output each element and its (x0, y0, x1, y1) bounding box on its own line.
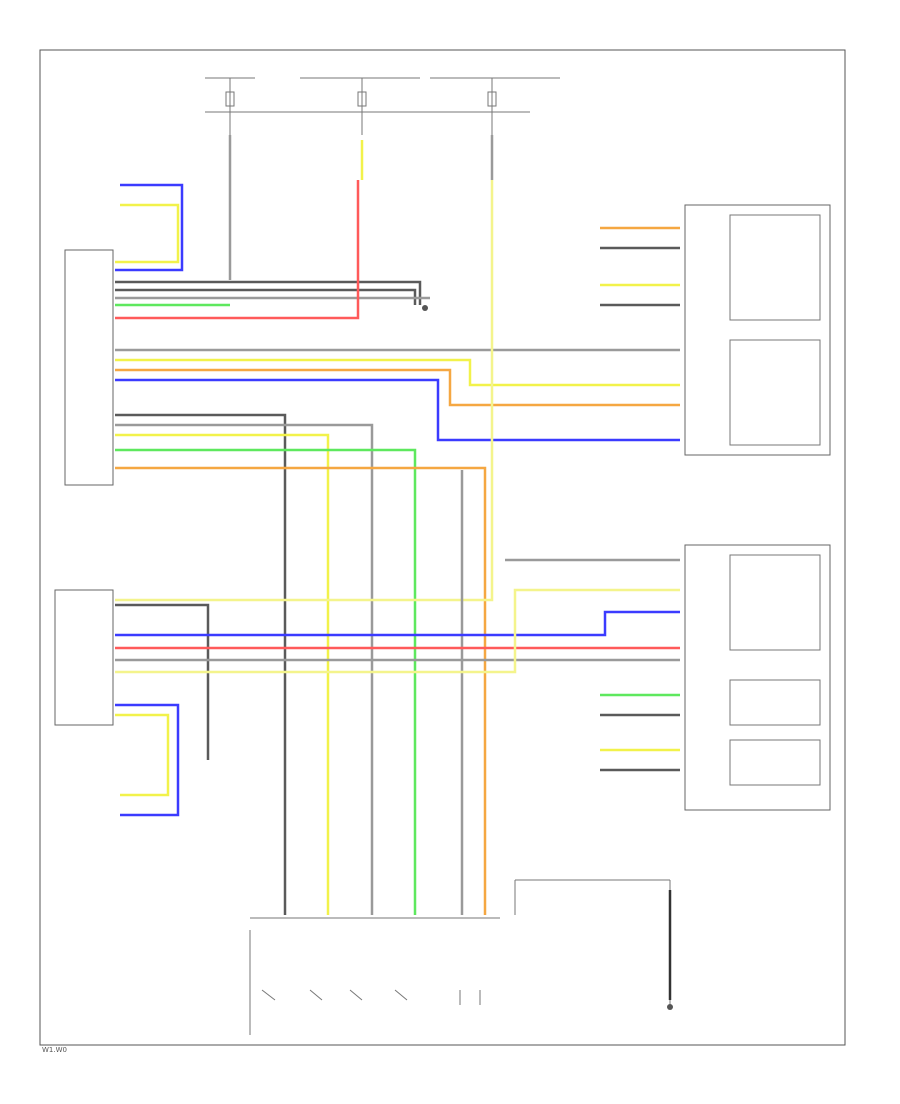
wire-3 (115, 280, 422, 305)
wire-2 (115, 203, 180, 264)
wire-23 (115, 610, 680, 637)
wire-16 (115, 433, 330, 915)
wire-28 (115, 703, 180, 817)
mirror-switch (249, 879, 671, 1035)
wire-26 (115, 588, 680, 674)
driver-mirror-assembly-box (684, 204, 831, 456)
wire-18 (115, 466, 487, 915)
ground-symbol-top (422, 305, 428, 311)
diagram-border (39, 49, 846, 1046)
wire-11 (115, 358, 680, 387)
passenger-seat-module-connector (54, 589, 114, 726)
wire-13 (115, 378, 680, 442)
fuse-block (205, 77, 560, 135)
wire-7 (115, 180, 360, 320)
wires (115, 135, 680, 1000)
wire-15 (115, 423, 374, 915)
wire-22 (115, 603, 210, 760)
wire-1 (115, 183, 184, 272)
wire-29 (115, 713, 170, 797)
wire-14 (115, 413, 287, 915)
footer-code: W1.W0 (42, 1046, 67, 1054)
passenger-mirror-assembly-box (684, 544, 831, 811)
wire-17 (115, 448, 417, 915)
wire-12 (115, 368, 680, 407)
wire-4 (115, 288, 417, 305)
wire-19 (115, 180, 494, 602)
driver-seat-module-connector (64, 249, 114, 486)
ground-symbol (667, 1004, 673, 1010)
